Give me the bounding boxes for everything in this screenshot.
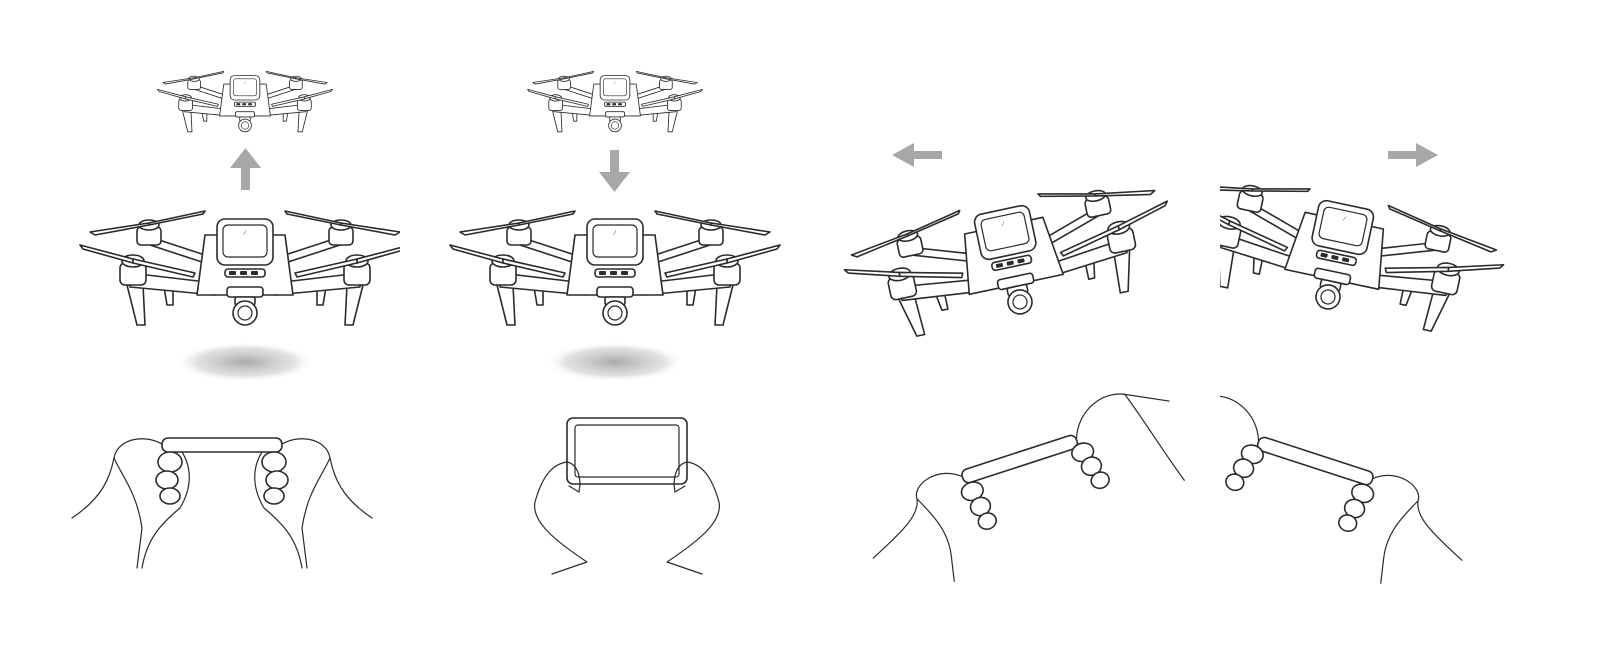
drone-main bbox=[840, 167, 1185, 349]
arrow-up-icon bbox=[230, 148, 261, 190]
panel-right bbox=[1220, 0, 1616, 656]
drone-shadow bbox=[175, 342, 315, 382]
hands-controller-illustration bbox=[71, 437, 373, 569]
arrow-right-icon bbox=[1388, 143, 1438, 167]
arrow-left-icon bbox=[892, 143, 942, 167]
panel-left bbox=[840, 0, 1220, 656]
drone-main bbox=[79, 210, 400, 326]
panel-descend bbox=[400, 0, 800, 656]
drone-main bbox=[1220, 162, 1512, 344]
hands-controller-tilt-left bbox=[847, 377, 1203, 604]
drone-small-top bbox=[157, 70, 333, 133]
drone-main bbox=[449, 210, 781, 326]
hands-controller-tilt-right bbox=[1220, 379, 1488, 606]
drone-shadow bbox=[545, 342, 685, 382]
arrow-down-icon bbox=[599, 150, 630, 192]
panel-ascend bbox=[0, 0, 400, 656]
hands-tablet-illustration bbox=[533, 417, 721, 575]
drone-small-top bbox=[527, 70, 703, 133]
